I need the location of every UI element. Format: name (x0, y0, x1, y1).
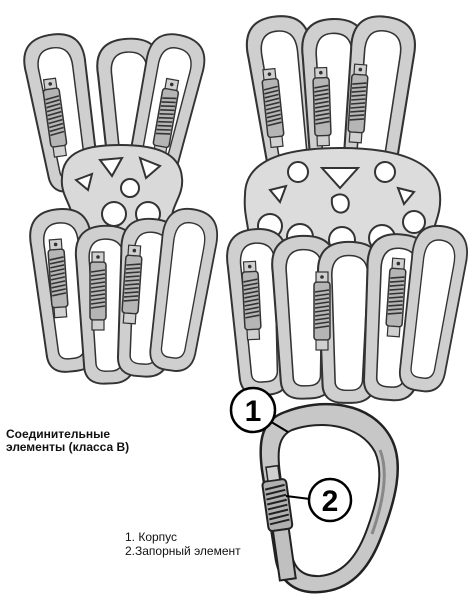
legend-item-gate: 2.Запорный элемент (125, 544, 241, 558)
caption-line-2: элементы (класса B) (6, 441, 206, 454)
legend-item-body: 1. Корпус (125, 530, 241, 544)
rigging-set-large (225, 12, 471, 403)
caption: Соединительные элементы (класса B) (6, 428, 206, 454)
carabiner-detail: 1 2 (231, 388, 398, 592)
callout-number-1: 1 (245, 395, 262, 428)
rigging-set-small (20, 29, 221, 384)
callout-number-2: 2 (322, 485, 339, 518)
legend: 1. Корпус 2.Запорный элемент (125, 530, 241, 558)
